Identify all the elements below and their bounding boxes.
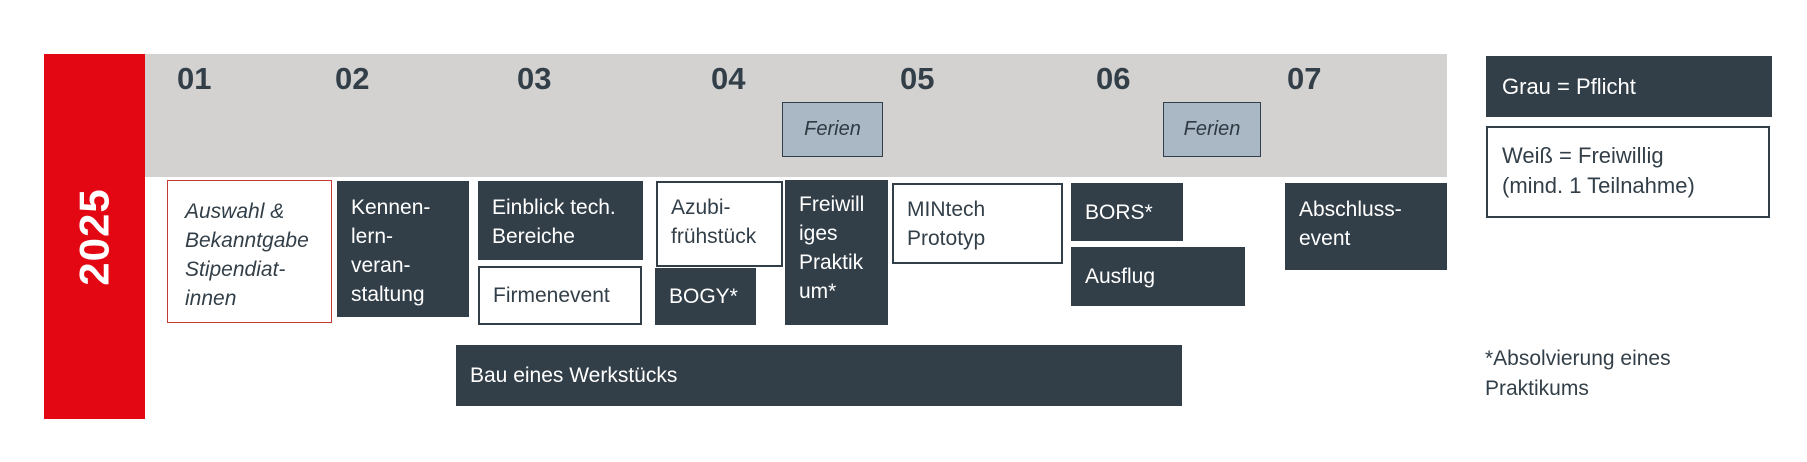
month-label-03: 03 xyxy=(517,61,552,96)
month-label-07: 07 xyxy=(1287,61,1322,96)
event-box-einblick-tech-bereiche: Einblick tech. Bereiche xyxy=(478,181,643,260)
event-box-ausflug: Ausflug xyxy=(1071,247,1245,306)
event-box-mintech-prototyp: MINtech Prototyp xyxy=(892,183,1063,264)
event-box-freiwilliges-praktikum: Freiwill iges Praktik um* xyxy=(785,180,888,325)
month-label-05: 05 xyxy=(900,61,935,96)
event-box-firmenevent: Firmenevent xyxy=(478,266,642,325)
event-box-bau-eines-werkstuecks: Bau eines Werkstücks xyxy=(456,345,1182,406)
event-box-auswahl: Auswahl & Bekanntgabe Stipendiat- innen xyxy=(167,180,332,323)
ferien-badge-spring: Ferien xyxy=(782,102,883,157)
month-label-04: 04 xyxy=(711,61,746,96)
event-box-abschlussevent: Abschluss- event xyxy=(1285,183,1447,270)
year-bar: 2025 xyxy=(44,54,145,419)
event-box-bogy: BOGY* xyxy=(655,268,756,325)
footnote: *Absolvierung eines Praktikums xyxy=(1485,347,1671,400)
event-box-azubi-fruehstueck: Azubi- frühstück xyxy=(656,181,783,267)
legend-voluntary: Weiß = Freiwillig (mind. 1 Teilnahme) xyxy=(1486,126,1770,218)
legend-mandatory: Grau = Pflicht xyxy=(1486,56,1772,117)
month-label-02: 02 xyxy=(335,61,370,96)
event-box-kennenlernveranstaltung: Kennen- lern- veran- staltung xyxy=(337,181,469,317)
ferien-badge-summer: Ferien xyxy=(1163,102,1261,157)
year-label: 2025 xyxy=(70,187,118,286)
month-label-01: 01 xyxy=(177,61,212,96)
event-box-bors: BORS* xyxy=(1071,183,1183,241)
month-label-06: 06 xyxy=(1096,61,1131,96)
